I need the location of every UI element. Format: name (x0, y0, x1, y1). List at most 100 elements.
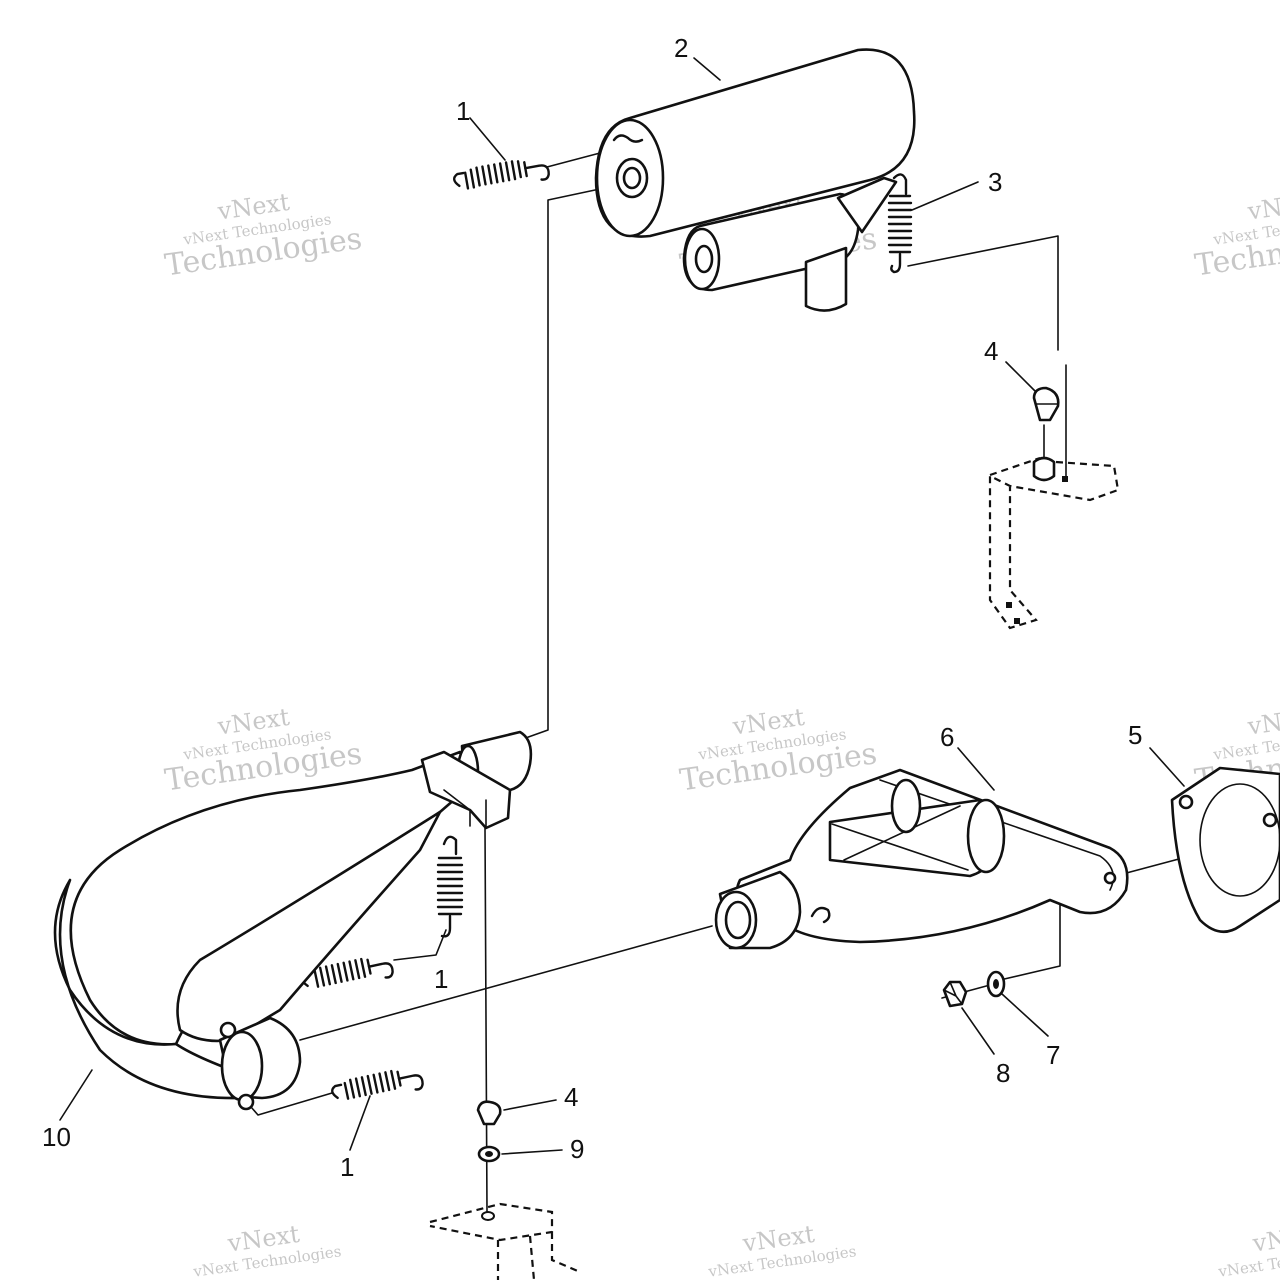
leader-8 (961, 1007, 995, 1055)
washer-hole (485, 1151, 493, 1157)
callout-1-top: 1 (456, 96, 470, 126)
callout-3: 3 (988, 167, 1002, 197)
head-pipe (53, 730, 533, 1111)
head-pipe-inner-tube (176, 810, 442, 1043)
guide-line-pipe-to-manifold (299, 925, 713, 1041)
watermark-top-right: vNext vNext Technologies Technologies (1193, 188, 1280, 284)
manifold-gasket-edge (879, 779, 1115, 891)
leader-10 (59, 1069, 93, 1121)
callout-8: 8 (996, 1058, 1010, 1088)
grommet-bottom (476, 1100, 502, 1126)
watermark-bottom-center: vNext vNext Technologies (706, 1220, 857, 1280)
guide-line-stud (999, 889, 1061, 981)
muffler-bracket (836, 176, 898, 234)
hex-nut (942, 980, 968, 1008)
isolator-top (1032, 456, 1056, 482)
spring-hook-right (367, 962, 394, 979)
spring-tab (219, 1021, 237, 1039)
leader-5 (1149, 747, 1185, 787)
watermark-text-1: vNext (1250, 1220, 1280, 1258)
gasket-body (1170, 766, 1280, 934)
grommet-cap (476, 1100, 502, 1126)
leader-3 (911, 181, 979, 211)
grommet-top (1032, 386, 1060, 422)
gasket-opening (1199, 783, 1280, 897)
leader-6 (957, 747, 995, 791)
bracket-hole (1014, 618, 1020, 624)
muffler-outlet-bore (622, 166, 642, 190)
callout-5: 5 (1128, 720, 1142, 750)
muffler-tailpipe (804, 246, 848, 312)
watermark-mid-center: vNext vNext Technologies Technologies (678, 703, 879, 799)
watermark-bottom-left: vNext vNext Technologies (191, 1220, 342, 1280)
spring-vertical-pipe (436, 835, 464, 938)
spring-coils (343, 1069, 402, 1100)
spring-top (453, 160, 550, 190)
head-pipe-inlet (220, 1030, 264, 1102)
muffler-inlet-bore (694, 244, 714, 274)
gasket-bolt-hole (1262, 812, 1278, 828)
callout-4-bottom: 4 (564, 1082, 578, 1112)
callout-4-top: 4 (984, 336, 998, 366)
bracket-hole (481, 1211, 495, 1221)
watermark-layer: vNext vNext Technologies Technologies vN… (163, 188, 1280, 1280)
manifold-stud-hole (1103, 871, 1117, 885)
spring-hook-bottom (890, 252, 902, 274)
guide-line-spring-3 (907, 235, 1059, 351)
leader-lines (59, 57, 1185, 1155)
callout-1-middle: 1 (434, 964, 448, 994)
manifold-port-cross (831, 805, 969, 871)
hex-nut-facets (943, 981, 963, 1005)
spring-lower (331, 1069, 424, 1100)
manifold-port (966, 798, 1006, 874)
callout-9: 9 (570, 1134, 584, 1164)
spring-coils (436, 856, 464, 916)
guide-line-spring-mid-right (393, 929, 447, 961)
spring-coils (463, 160, 528, 190)
bracket-detail (443, 789, 487, 829)
callout-6: 6 (940, 722, 954, 752)
muffler (594, 48, 916, 312)
callout-10: 10 (42, 1122, 71, 1152)
assembly-guide-lines (231, 152, 1280, 1213)
spring-coils (313, 957, 372, 988)
bracket-hole (1062, 476, 1068, 482)
isolator-body (1032, 456, 1056, 482)
spring-vertical-3 (887, 173, 913, 274)
watermark-mid-left: vNext vNext Technologies Technologies (163, 703, 364, 799)
leader-9 (501, 1149, 563, 1155)
washer (986, 970, 1006, 998)
head-pipe-bracket (420, 750, 512, 830)
mount-bracket-top (988, 456, 1120, 630)
callout-labels: 1 2 3 4 6 5 1 8 7 10 1 4 9 (42, 33, 1142, 1182)
watermark-text-1: vNext (1245, 188, 1280, 226)
manifold-port (890, 778, 922, 834)
callout-7: 7 (1046, 1040, 1060, 1070)
manifold-outlet-bore (724, 900, 752, 940)
spring-hook-top (442, 835, 458, 856)
callout-2: 2 (674, 33, 688, 63)
muffler-spring-hook (612, 134, 644, 143)
watermark-text-1: vNext (1245, 703, 1280, 741)
leader-2 (693, 57, 721, 81)
leader-1-lower (349, 1095, 371, 1151)
washer-hole (993, 979, 999, 989)
watermark-bottom-right: vNext vNext Technologies (1216, 1220, 1280, 1280)
callout-1-lower: 1 (340, 1152, 354, 1182)
spring-tab (237, 1093, 255, 1111)
washer-bottom (477, 1145, 501, 1163)
spring-hook-left (331, 1083, 343, 1100)
mount-bracket-bottom (429, 1202, 581, 1280)
bracket-outline (429, 1202, 581, 1280)
gasket-bolt-hole (1178, 794, 1194, 810)
leader-4-bottom (503, 1099, 557, 1111)
spring-hook-right (524, 164, 550, 181)
leader-1-top (469, 117, 506, 161)
exhaust-manifold (714, 768, 1129, 950)
guide-line-spring-top (546, 152, 601, 168)
spring-hook-top (892, 173, 908, 196)
spring-coils (887, 194, 913, 254)
manifold-gasket (1170, 766, 1280, 934)
